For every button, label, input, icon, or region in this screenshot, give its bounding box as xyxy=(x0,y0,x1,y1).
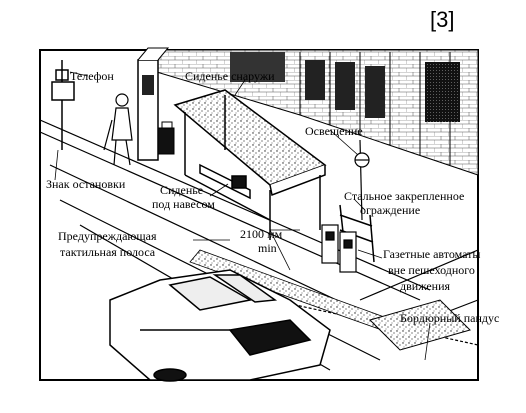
label-curb-ramp: Бордюрный пандус xyxy=(400,311,499,325)
label-outdoor-seat: Сиденье снаружи xyxy=(185,69,275,83)
newspaper-boxes xyxy=(321,224,357,273)
phone-booth xyxy=(137,47,170,161)
person-figure xyxy=(103,93,133,166)
window xyxy=(305,60,325,100)
label-lighting: Освещение xyxy=(305,124,363,138)
pointer-lines xyxy=(54,71,431,361)
label-sheltered-seat-2: под навесом xyxy=(152,197,215,211)
reference-marker: [3] xyxy=(430,7,454,32)
label-newspaper-1: Газетные автоматы xyxy=(383,247,480,261)
label-steel-fence-1: Стальное закрепленное xyxy=(344,189,464,203)
label-steel-fence-2: ограждение xyxy=(360,203,420,217)
outdoor-seat xyxy=(157,121,175,155)
window xyxy=(335,62,355,110)
window xyxy=(425,62,460,122)
telephone-pole xyxy=(51,60,75,150)
label-sheltered-seat-1: Сиденье xyxy=(160,183,203,197)
window xyxy=(365,66,385,118)
label-newspaper-2: вне пешеходного xyxy=(388,263,475,277)
bus-shelter xyxy=(173,89,327,240)
window xyxy=(230,52,285,82)
label-stop-sign: Знак остановки xyxy=(46,177,126,191)
label-newspaper-3: движения xyxy=(400,279,450,293)
car xyxy=(109,269,331,382)
building-facade xyxy=(149,49,479,176)
label-telephone: Телефон xyxy=(70,69,114,83)
curb-ramp xyxy=(369,299,471,351)
label-tactile-strip-2: тактильная полоса xyxy=(60,245,156,259)
label-tactile-strip-1: Предупреждающая xyxy=(58,229,157,243)
label-dimension-2: min xyxy=(258,241,277,255)
label-dimension-1: 2100 мм xyxy=(240,227,283,241)
